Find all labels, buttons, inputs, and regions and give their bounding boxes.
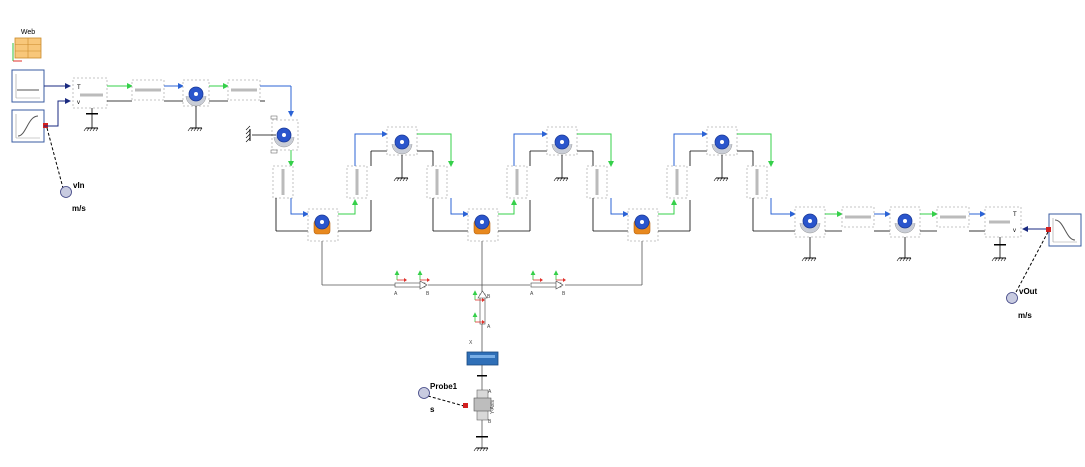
actuator-pin-x: X [469,340,473,346]
probe1[interactable] [418,387,469,409]
web-span-v6[interactable] [665,164,689,200]
vout-probe[interactable] [1006,231,1049,304]
web-span-v4[interactable] [505,164,529,200]
table-grid-icon [12,37,42,62]
vout-name: vOut [1019,287,1038,296]
drive-2[interactable] [467,208,499,242]
dancer-axis[interactable]: Y-Axis A B [473,389,496,425]
roller-out-2[interactable] [889,206,921,238]
vin-name: vIn [73,181,85,190]
drive-3[interactable] [627,208,659,242]
output-ramp-block[interactable] [1046,213,1082,247]
vsensor-pin-a: A [487,324,491,330]
web-span-v1[interactable] [271,164,295,200]
web-span-v3[interactable] [425,164,449,200]
vsensor-pin-b: B [487,294,491,300]
sensor-right-pin-a: A [530,291,534,297]
roller-1[interactable] [182,79,210,107]
web-label: Web [21,29,35,36]
ramp-source-block[interactable] [11,109,48,143]
output-web-block[interactable]: T v [984,206,1022,238]
sensor-right-pin-b: B [562,291,566,297]
shaft-sensor-left[interactable]: A B [394,271,430,297]
dancer-axis-label: Y-Axis [490,400,496,414]
input-web-block[interactable]: T v [72,77,108,109]
vin-unit: m/s [72,204,86,213]
roller-deflect[interactable] [271,119,299,151]
constant-source-block[interactable] [11,69,45,103]
dancer-pin-a: A [488,389,492,395]
web-span-v7[interactable] [745,164,769,200]
roller-top-2[interactable] [546,126,578,156]
sensor-left-pin-b: B [426,291,430,297]
vertical-sensor[interactable]: B A [475,290,491,330]
input-label-v: v [77,100,80,106]
vout-unit: m/s [1018,311,1032,320]
probe1-unit: s [430,405,435,414]
web-span-v5[interactable] [585,164,609,200]
output-label-v: v [1013,228,1016,234]
web-span-2[interactable] [226,78,262,102]
linear-actuator[interactable] [466,351,499,366]
web-block[interactable]: Web [12,29,42,62]
roller-top-1[interactable] [386,126,418,156]
roller-out-1[interactable] [794,206,826,238]
sensor-left-pin-a: A [394,291,398,297]
roller-top-3[interactable] [706,126,738,156]
output-label-t: T [1013,212,1017,218]
drive-1[interactable] [307,208,339,242]
input-label-t: T [77,85,81,91]
web-span-4[interactable] [935,205,971,229]
web-span-v2[interactable] [345,164,369,200]
web-span-1[interactable] [130,78,166,102]
vin-probe[interactable] [46,127,72,198]
probe1-name: Probe1 [430,382,458,391]
dancer-pin-b: B [488,419,492,425]
web-span-3[interactable] [840,205,876,229]
shaft-sensor-right[interactable]: A B [530,271,566,297]
